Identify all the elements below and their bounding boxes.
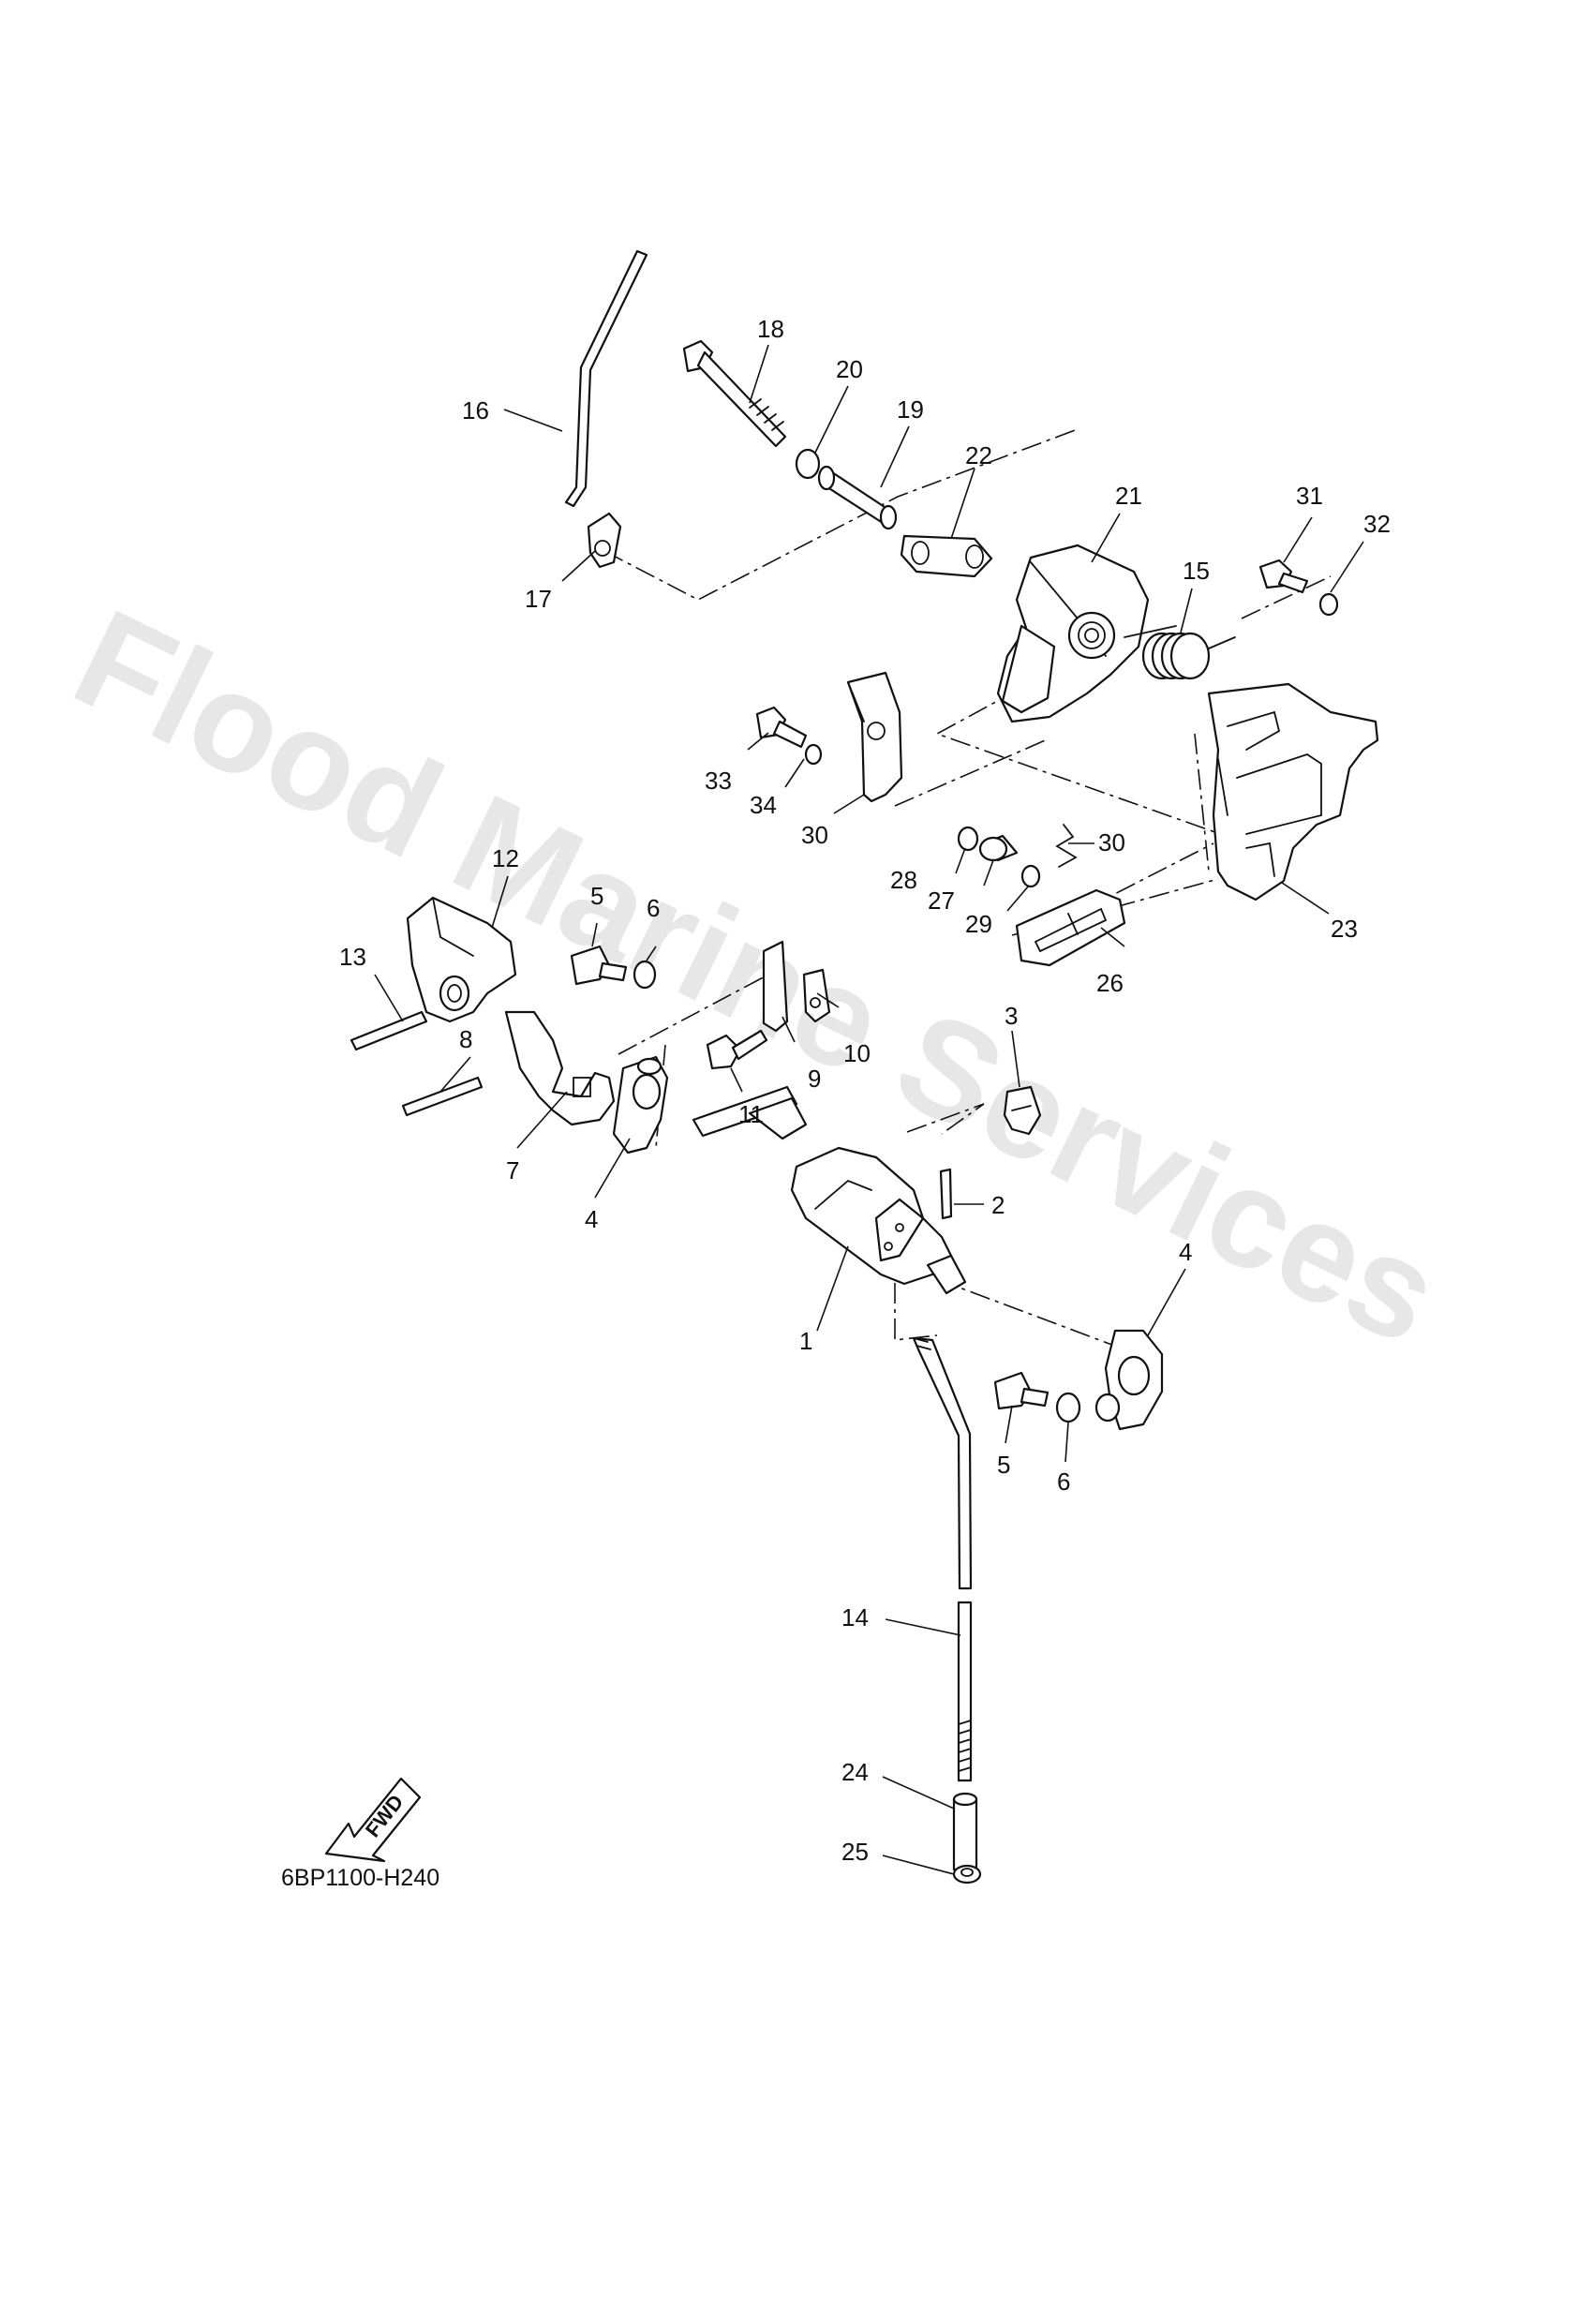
part-21-collar: [817, 465, 898, 530]
callout-23: 23: [1331, 915, 1358, 943]
part-19-link: [900, 534, 993, 578]
part-14-rod: [912, 1336, 973, 1782]
callout-25: 18: [757, 315, 784, 343]
callout-31: 30: [1098, 828, 1125, 857]
part-12-lever: [406, 896, 517, 1023]
fwd-arrow-icon: FWD: [324, 1777, 422, 1863]
part-5-bolt-lower: [993, 1371, 1050, 1410]
part-5-bolt-upper: [570, 945, 628, 986]
part-34-washer: [804, 743, 823, 766]
callout-5-lower: 5: [997, 1451, 1010, 1479]
part-29-collar: [978, 834, 1019, 862]
callout-19: 22: [965, 441, 992, 469]
callout-28: 26: [1096, 969, 1124, 997]
callouts: 18 16 20 19 22 21 31 32 15 17 33 34 30 3…: [339, 315, 1391, 1866]
callout-33: 33: [705, 767, 732, 795]
part-18-spring: [1124, 625, 1236, 680]
part-3-clip: [1003, 1085, 1042, 1136]
part-9-plate: [762, 940, 789, 1033]
callout-1: 1: [799, 1327, 812, 1355]
callout-3: 3: [1005, 1002, 1018, 1030]
part-7-shift-cam: [504, 1010, 616, 1126]
callout-11: 11: [738, 1100, 764, 1128]
callout-16: 25: [841, 1838, 869, 1866]
part-2-pin: [939, 1168, 953, 1220]
part-1-shift-shaft: [692, 1085, 967, 1295]
part-22-control-rod: [564, 249, 648, 508]
part-4-bushing-left: [612, 1055, 669, 1155]
callout-15: 24: [841, 1758, 869, 1786]
part-17-shift-cam: [996, 544, 1150, 723]
callout-6-lower: 6: [1057, 1467, 1070, 1496]
part-24-washer: [795, 448, 821, 480]
callout-32: 30: [801, 821, 828, 849]
callout-14: 14: [841, 1603, 869, 1631]
part-13-pin: [350, 1010, 428, 1051]
callout-22: 16: [462, 396, 489, 425]
part-16-nut: [952, 1864, 982, 1885]
part-30-washer-right: [1020, 864, 1041, 888]
callout-24: 20: [836, 355, 863, 383]
part-30-washer-left: [957, 826, 979, 852]
callout-6-upper: 6: [647, 894, 660, 922]
callout-30-left: 28: [890, 866, 917, 894]
callout-21: 19: [897, 395, 924, 424]
callout-17: 21: [1115, 482, 1142, 510]
callout-30-right: 29: [965, 910, 992, 938]
leader-lines: [374, 344, 1364, 1875]
callout-12: 12: [492, 844, 519, 872]
part-25-bolt: [682, 339, 787, 448]
callout-4-left: 4: [585, 1205, 598, 1233]
callout-20: 17: [525, 585, 552, 613]
part-4-bushing-right: [1094, 1329, 1164, 1431]
callout-2: 2: [991, 1191, 1005, 1219]
callout-18: 15: [1183, 557, 1210, 585]
callout-26: 31: [1296, 482, 1323, 510]
part-20-clip: [587, 512, 622, 569]
part-10-plate: [802, 968, 831, 1023]
callout-29: 27: [928, 886, 955, 915]
part-26-bolt: [1258, 559, 1309, 594]
part-28-slider: [1015, 888, 1126, 967]
part-11-bolt: [706, 1029, 768, 1070]
callout-13: 13: [339, 943, 366, 971]
part-15-spacer: [952, 1792, 978, 1871]
callout-4-right: 4: [1179, 1238, 1192, 1266]
part-32-plate: [846, 671, 903, 803]
callout-8: 8: [459, 1025, 472, 1053]
part-31-clip: [1055, 824, 1078, 868]
part-23-bracket: [1207, 682, 1379, 901]
callout-7: 7: [506, 1156, 519, 1184]
callout-10: 10: [843, 1039, 871, 1067]
part-33-bolt: [755, 706, 808, 749]
callout-9: 9: [808, 1065, 821, 1093]
part-6-washer-lower: [1055, 1392, 1081, 1423]
callout-34: 34: [750, 791, 777, 819]
drawing-code: 6BP1100-H240: [281, 1865, 439, 1891]
callout-5-upper: 5: [590, 882, 603, 910]
part-8-pin: [401, 1076, 484, 1117]
callout-27: 32: [1363, 510, 1391, 538]
part-6-washer-upper: [633, 960, 657, 990]
part-27-washer: [1318, 592, 1339, 617]
